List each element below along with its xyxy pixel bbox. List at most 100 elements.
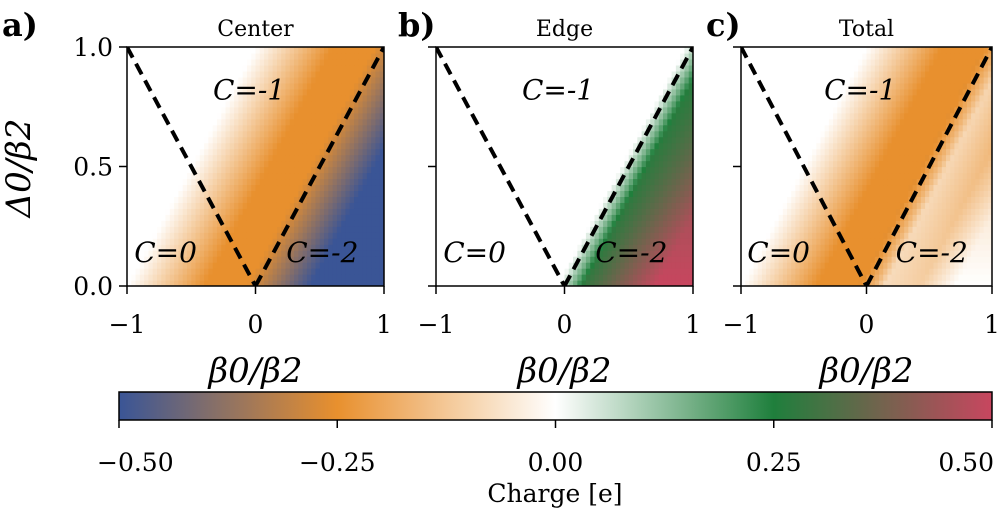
heatmap-cell: [191, 226, 197, 233]
heatmap-cell: [645, 214, 651, 221]
heatmap-cell: [663, 262, 668, 269]
heatmap-cell: [306, 268, 312, 275]
heatmap-cell: [366, 88, 372, 96]
heatmap-cell: [178, 82, 184, 90]
heatmap-cell: [174, 238, 179, 245]
heatmap-cell: [812, 280, 817, 286]
heatmap-cell: [362, 118, 368, 126]
heatmap-cell: [517, 88, 523, 96]
heatmap-cell: [624, 124, 630, 132]
heatmap-cell: [457, 274, 463, 281]
heatmap-cell: [349, 226, 355, 233]
heatmap-cell: [161, 244, 167, 251]
heatmap-cell: [816, 274, 822, 281]
heatmap-cell: [436, 82, 441, 90]
heatmap-cell: [555, 148, 561, 156]
heatmap-cell: [294, 178, 299, 186]
heatmap-cell: [375, 226, 381, 233]
heatmap-cell: [611, 100, 617, 108]
heatmap-cell: [833, 274, 838, 281]
heatmap-cell: [354, 226, 359, 233]
heatmap-cell: [513, 112, 518, 120]
heatmap-cell: [453, 58, 459, 66]
heatmap-cell: [483, 190, 488, 197]
heatmap-cell: [611, 136, 617, 144]
heatmap-cell: [281, 130, 287, 138]
heatmap-cell: [436, 184, 441, 191]
heatmap-cell: [264, 52, 269, 60]
heatmap-cell: [186, 268, 192, 275]
heatmap-cell: [186, 106, 192, 114]
heatmap-cell: [628, 82, 634, 90]
heatmap-cell: [186, 262, 192, 269]
heatmap-cell: [234, 184, 239, 191]
heatmap-cell: [560, 214, 566, 221]
heatmap-cell: [225, 58, 231, 66]
heatmap-cell: [650, 142, 656, 150]
heatmap-cell: [495, 136, 501, 144]
heatmap-cell: [311, 274, 317, 281]
heatmap-cell: [628, 214, 634, 221]
heatmap-cell: [229, 202, 235, 209]
heatmap-cell: [560, 76, 566, 84]
heatmap-cell: [444, 70, 450, 78]
heatmap-cell: [444, 160, 450, 168]
heatmap-cell: [620, 94, 626, 102]
heatmap-cell: [508, 244, 514, 251]
heatmap-cell: [144, 100, 150, 108]
heatmap-cell: [302, 208, 308, 215]
heatmap-cell: [178, 238, 184, 245]
heatmap-cell: [658, 112, 664, 120]
heatmap-cell: [281, 262, 287, 269]
heatmap-cell: [294, 58, 299, 66]
heatmap-cell: [238, 220, 244, 227]
heatmap-cell: [341, 172, 347, 180]
heatmap-cell: [650, 118, 656, 126]
heatmap-cell: [590, 112, 596, 120]
heatmap-cell: [246, 124, 252, 132]
heatmap-cell: [508, 190, 514, 197]
heatmap-cell: [174, 274, 179, 281]
heatmap-cell: [607, 280, 613, 286]
heatmap-cell: [521, 256, 527, 263]
heatmap-cell: [319, 202, 325, 209]
heatmap-cell: [568, 172, 574, 180]
heatmap-cell: [199, 196, 205, 203]
heatmap-cell: [379, 190, 384, 197]
heatmap-cell: [324, 136, 329, 144]
heatmap-cell: [564, 88, 570, 96]
heatmap-cell: [812, 268, 817, 275]
heatmap-cell: [298, 268, 304, 275]
heatmap-cell: [637, 148, 643, 156]
heatmap-cell: [324, 280, 329, 286]
heatmap-cell: [345, 136, 351, 144]
heatmap-cell: [513, 238, 518, 245]
heatmap-cell: [555, 124, 561, 132]
heatmap-cell: [534, 172, 540, 180]
heatmap-cell: [156, 136, 162, 144]
heatmap-cell: [298, 106, 304, 114]
heatmap-cell: [525, 58, 531, 66]
heatmap-cell: [332, 256, 338, 263]
heatmap-cell: [182, 70, 188, 78]
heatmap-cell: [495, 196, 501, 203]
heatmap-cell: [156, 238, 162, 245]
heatmap-cell: [298, 208, 304, 215]
heatmap-cell: [152, 148, 158, 156]
heatmap-cell: [259, 244, 265, 251]
heatmap-cell: [259, 238, 265, 245]
heatmap-cell: [276, 100, 282, 108]
heatmap-cell: [366, 64, 372, 72]
heatmap-cell: [470, 130, 476, 138]
heatmap-cell: [749, 268, 755, 275]
heatmap-cell: [276, 88, 282, 96]
heatmap-cell: [169, 244, 175, 251]
heatmap-cell: [573, 70, 578, 78]
heatmap-cell: [667, 202, 673, 209]
heatmap-cell: [521, 262, 527, 269]
heatmap-cell: [221, 52, 227, 60]
heatmap-cell: [366, 226, 372, 233]
heatmap-cell: [581, 148, 587, 156]
heatmap-cell: [465, 208, 471, 215]
heatmap-cell: [491, 214, 497, 221]
